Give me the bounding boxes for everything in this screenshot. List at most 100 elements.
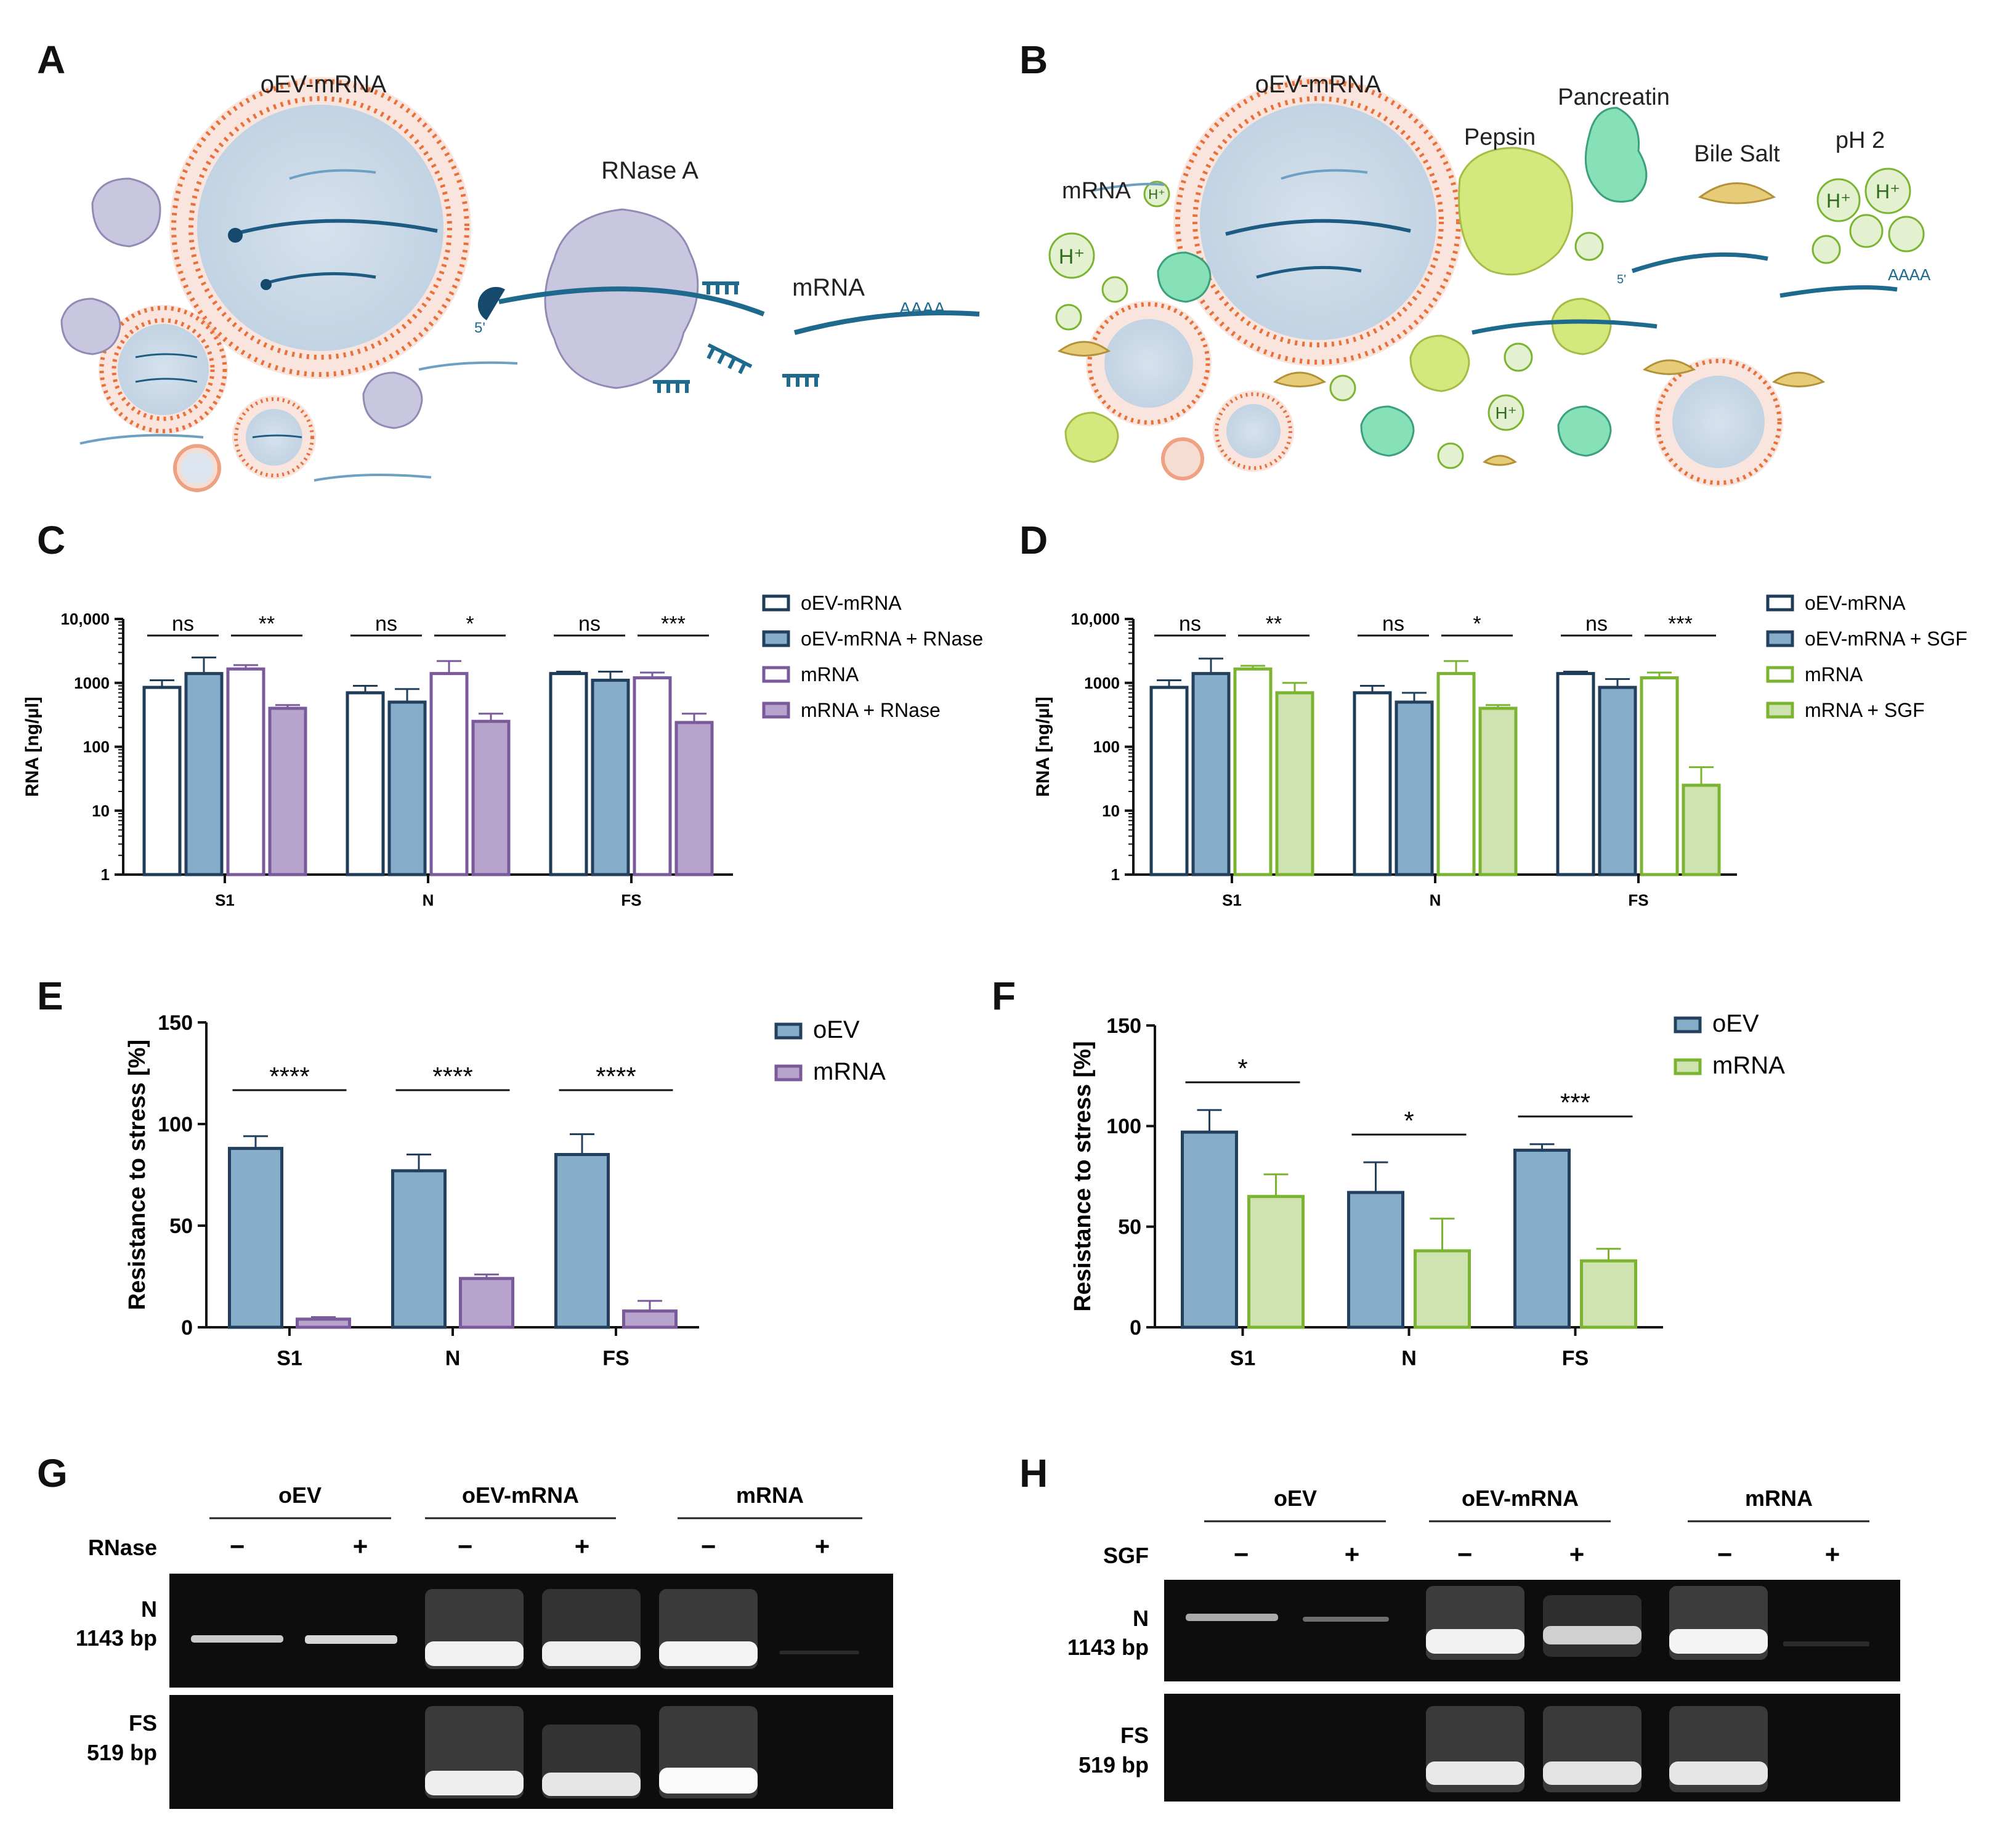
schematic-b-poly-a: AAAA xyxy=(1888,265,1931,284)
gel-h-sign-1: − xyxy=(1234,1540,1249,1569)
pancreatin-protein xyxy=(1157,107,1648,457)
svg-text:H⁺: H⁺ xyxy=(1148,187,1165,202)
medium-vesicle-b-left xyxy=(1086,301,1212,426)
five-prime-cap-icon xyxy=(477,286,505,320)
mrna-strands xyxy=(79,281,980,482)
panel-letter-d: D xyxy=(1019,518,1048,562)
x-tick-label-c: S1 xyxy=(215,891,235,909)
y-tick-label-d: 10 xyxy=(1102,801,1120,820)
legend-swatch-e xyxy=(774,1022,803,1040)
x-tick-label-c: N xyxy=(423,891,434,909)
schematic-b-oev-label: oEV-mRNA xyxy=(1255,71,1382,98)
y-tick-label-e: 0 xyxy=(181,1316,193,1340)
legend-label-f: mRNA xyxy=(1712,1052,1785,1079)
bar-d-fs-2 xyxy=(1640,676,1679,876)
bar-c-fs-2 xyxy=(633,676,672,876)
legend-label-c: mRNA + RNase xyxy=(801,699,941,721)
gel-h-row2-image xyxy=(1164,1694,1900,1802)
schematic-rnase-illustration: oEV-mRNA RNase A mRNA AAAA 5' xyxy=(60,71,980,492)
bar-d-fs-1 xyxy=(1598,686,1637,876)
legend-label-c: oEV-mRNA + RNase xyxy=(801,628,983,650)
panel-letter-a: A xyxy=(37,38,66,82)
gel-h-sign-3: − xyxy=(1457,1540,1473,1569)
panel-letter-f: F xyxy=(992,974,1016,1018)
significance-label-c: ns xyxy=(375,612,397,636)
schematic-b-mrna-label: mRNA xyxy=(1062,178,1131,204)
gel-g-bands xyxy=(191,1589,859,1798)
significance-label-f: * xyxy=(1237,1054,1247,1083)
schematic-a-oev-label: oEV-mRNA xyxy=(261,71,387,98)
proton-labels: H⁺ H⁺ H⁺ H⁺ H⁺ xyxy=(1059,180,1900,423)
significance-label-e: **** xyxy=(432,1062,472,1091)
gel-g-sign-4: + xyxy=(575,1532,590,1561)
significance-label-d: ** xyxy=(1266,612,1282,636)
legend-swatch-c xyxy=(762,666,790,683)
significance-label-c: *** xyxy=(661,612,686,636)
gel-h-sign-2: + xyxy=(1345,1540,1360,1569)
mrna-strands-b xyxy=(1090,182,1898,335)
bar-c-fs-3 xyxy=(674,721,714,876)
x-tick-label-c: FS xyxy=(621,891,641,909)
significance-label-c: ns xyxy=(578,612,601,636)
bar-c-n-3 xyxy=(471,719,511,876)
schematic-b-bile-label: Bile Salt xyxy=(1694,141,1780,167)
gel-g-sign-6: + xyxy=(815,1532,830,1561)
gel-h-sign-4: + xyxy=(1569,1540,1585,1569)
bar-d-s1-1 xyxy=(1191,672,1231,876)
bar-e-n-0 xyxy=(391,1169,447,1329)
svg-text:H⁺: H⁺ xyxy=(1876,180,1900,203)
bar-d-n-0 xyxy=(1353,691,1392,876)
legend-label-e: oEV xyxy=(813,1016,860,1043)
bar-c-n-2 xyxy=(429,672,469,876)
gel-h-row2-size: 519 bp xyxy=(1079,1752,1149,1777)
pepsin-protein xyxy=(1064,147,1612,463)
bile-salt xyxy=(1057,182,1826,466)
y-tick-label-c: 10 xyxy=(92,801,110,820)
legend-label-e: mRNA xyxy=(813,1058,886,1085)
significance-label-d: ns xyxy=(1585,612,1608,636)
legend-swatch-d xyxy=(1766,666,1794,683)
gel-g-group-mrna: mRNA xyxy=(736,1482,804,1508)
gel-g-sign-1: − xyxy=(230,1532,245,1561)
legend-swatch-c xyxy=(762,630,790,647)
schematic-a-poly-a: AAAA xyxy=(899,299,945,318)
bar-e-fs-0 xyxy=(554,1153,610,1329)
y-tick-label-e: 100 xyxy=(158,1113,193,1136)
gel-g-row2-label: FS xyxy=(129,1710,157,1736)
proton-icons xyxy=(1048,168,1925,469)
bar-c-n-0 xyxy=(346,691,385,876)
legend-label-d: mRNA + SGF xyxy=(1805,699,1925,721)
y-tick-label-f: 0 xyxy=(1130,1316,1141,1340)
bar-f-n-1 xyxy=(1414,1249,1471,1329)
significance-label-d: * xyxy=(1473,612,1481,636)
legend-label-d: oEV-mRNA + SGF xyxy=(1805,628,1967,650)
rnase-protein xyxy=(60,177,699,429)
medium-vesicle xyxy=(99,305,228,434)
legend-label-f: oEV xyxy=(1712,1010,1759,1037)
x-tick-label-e: S1 xyxy=(277,1347,302,1370)
significance-label-e: **** xyxy=(596,1062,636,1091)
bar-f-n-0 xyxy=(1347,1191,1404,1329)
gel-h-group-oev-mrna: oEV-mRNA xyxy=(1462,1486,1579,1511)
schematic-a-five-prime: 5' xyxy=(474,320,485,336)
large-vesicle xyxy=(169,77,471,379)
gel-h-row1-image xyxy=(1164,1580,1900,1681)
significance-label-c: ** xyxy=(259,612,275,636)
significance-label-c: * xyxy=(466,612,474,636)
bar-d-n-1 xyxy=(1395,700,1434,876)
y-tick-label-e: 50 xyxy=(169,1215,193,1238)
significance-label-d: ns xyxy=(1382,612,1404,636)
bar-f-s1-0 xyxy=(1181,1130,1238,1329)
gel-g-row2-size: 519 bp xyxy=(87,1740,157,1765)
legend-label-c: oEV-mRNA xyxy=(801,592,902,614)
gel-h-sign-5: − xyxy=(1717,1540,1733,1569)
bar-e-s1-1 xyxy=(296,1317,351,1329)
gel-g-sign-3: − xyxy=(458,1532,473,1561)
small-vesicle xyxy=(232,395,316,479)
legend-swatch-d xyxy=(1766,594,1794,612)
bar-d-fs-3 xyxy=(1682,783,1721,876)
gel-h-bands xyxy=(1186,1586,1869,1792)
bar-f-fs-1 xyxy=(1580,1259,1637,1329)
